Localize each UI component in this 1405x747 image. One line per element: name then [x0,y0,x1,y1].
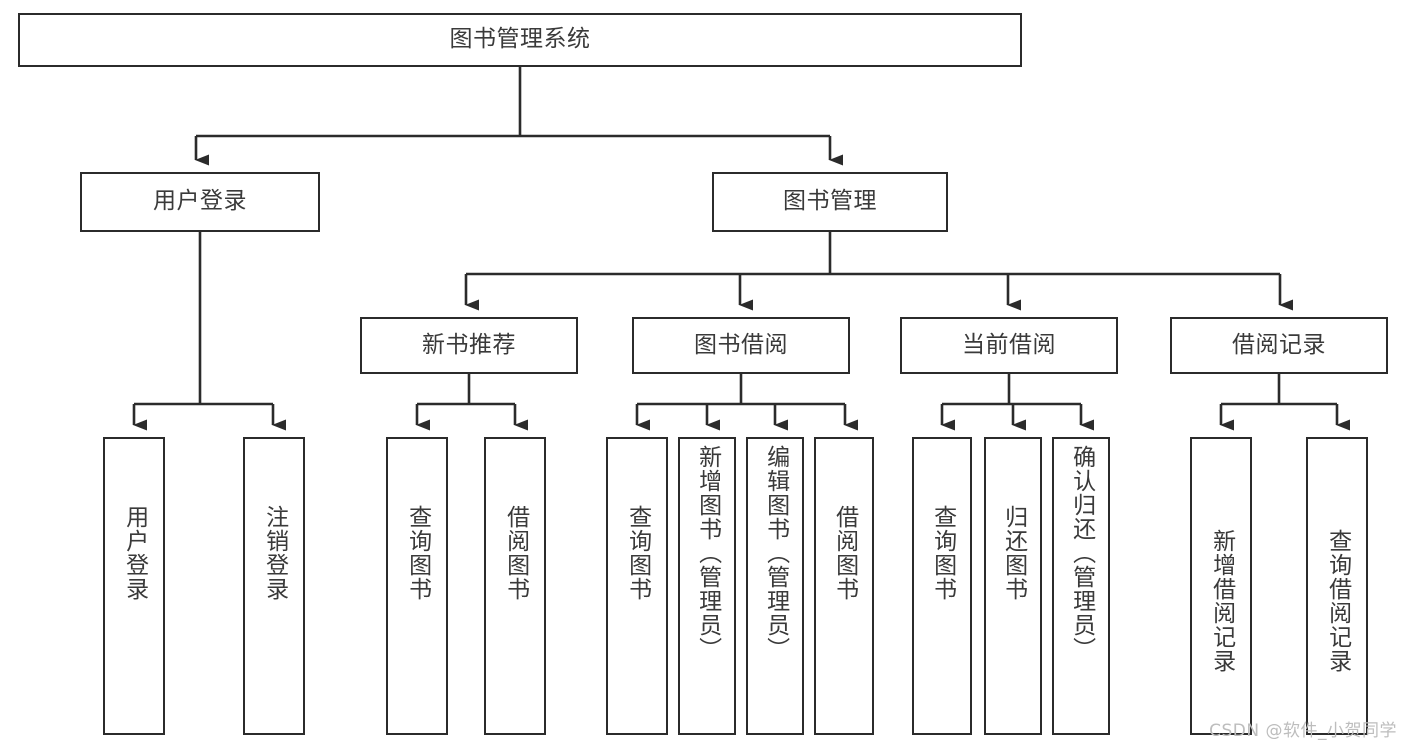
leaf-query-borrow-record[interactable]: 查询借阅记录 [1306,437,1368,735]
leaf-query-book-current[interactable]: 查询图书 [912,437,972,735]
leaf-add-book-admin[interactable]: 新增图书（管理员） [678,437,736,735]
leaf-edit-book-admin-label: 编辑图书（管理员） [762,445,789,661]
leaf-confirm-return-admin-label: 确认归还（管理员） [1068,445,1095,661]
leaf-query-book-current-label: 查询图书 [929,505,956,601]
node-book-borrow[interactable]: 图书借阅 [632,317,850,374]
node-new-book-recommend[interactable]: 新书推荐 [360,317,578,374]
leaf-query-book-borrow[interactable]: 查询图书 [606,437,668,735]
leaf-borrow-book-recommend[interactable]: 借阅图书 [484,437,546,735]
leaf-logout[interactable]: 注销登录 [243,437,305,735]
leaf-query-book-recommend-label: 查询图书 [404,505,431,601]
node-root-label: 图书管理系统 [449,26,591,53]
leaf-user-login-label: 用户登录 [121,505,148,601]
leaf-edit-book-admin[interactable]: 编辑图书（管理员） [746,437,804,735]
leaf-return-book[interactable]: 归还图书 [984,437,1042,735]
node-user-login-label: 用户登录 [153,188,247,215]
leaf-confirm-return-admin[interactable]: 确认归还（管理员） [1052,437,1110,735]
leaf-return-book-label: 归还图书 [1000,505,1027,601]
leaf-query-borrow-record-label: 查询借阅记录 [1324,529,1351,673]
leaf-query-book-borrow-label: 查询图书 [624,505,651,601]
node-current-borrow[interactable]: 当前借阅 [900,317,1118,374]
leaf-logout-label: 注销登录 [261,505,288,601]
leaf-borrow-book[interactable]: 借阅图书 [814,437,874,735]
node-book-management[interactable]: 图书管理 [712,172,948,232]
node-new-book-recommend-label: 新书推荐 [422,331,516,358]
leaf-add-borrow-record[interactable]: 新增借阅记录 [1190,437,1252,735]
node-borrow-record-label: 借阅记录 [1232,331,1326,358]
leaf-add-book-admin-label: 新增图书（管理员） [694,445,721,661]
leaf-add-borrow-record-label: 新增借阅记录 [1208,529,1235,673]
node-borrow-record[interactable]: 借阅记录 [1170,317,1388,374]
node-book-management-label: 图书管理 [783,188,877,215]
node-current-borrow-label: 当前借阅 [962,331,1056,358]
leaf-borrow-book-label: 借阅图书 [831,505,858,601]
node-book-borrow-label: 图书借阅 [694,331,788,358]
node-user-login[interactable]: 用户登录 [80,172,320,232]
leaf-query-book-recommend[interactable]: 查询图书 [386,437,448,735]
node-root[interactable]: 图书管理系统 [18,13,1022,67]
leaf-user-login[interactable]: 用户登录 [103,437,165,735]
leaf-borrow-book-recommend-label: 借阅图书 [502,505,529,601]
